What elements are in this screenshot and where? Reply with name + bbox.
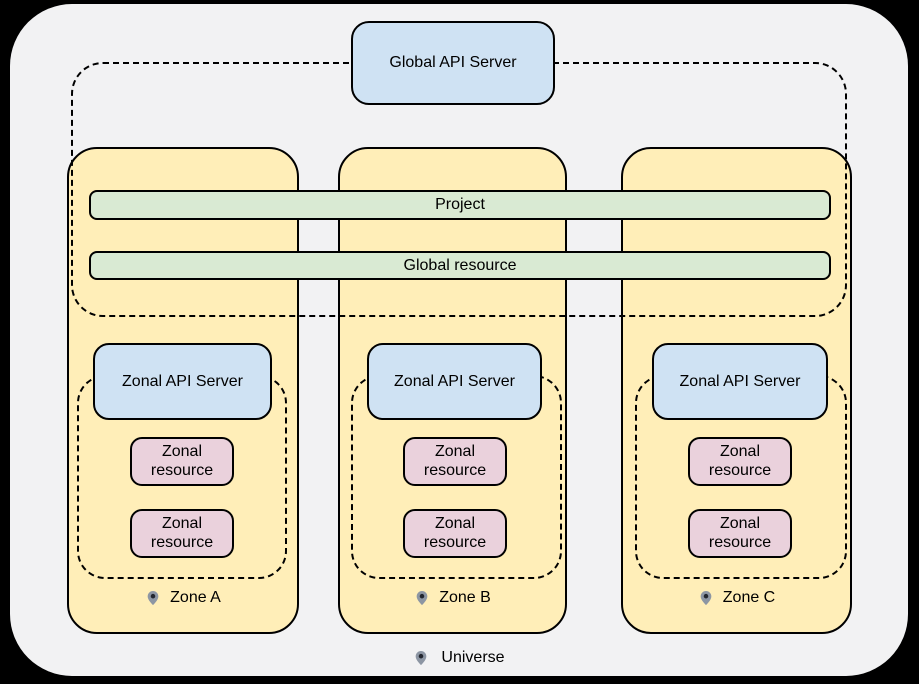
zonal-resource-label: Zonal resource — [423, 515, 487, 551]
zone-b-zonal-resource-box: Zonal resource — [403, 437, 507, 486]
project-bar: Project — [89, 190, 831, 220]
global-api-server-label: Global API Server — [389, 54, 517, 71]
location-pin-icon — [416, 591, 428, 605]
zonal-api-server-label: Zonal API Server — [394, 372, 515, 390]
zone-a-label: Zone A — [170, 589, 221, 606]
location-pin-icon — [147, 591, 159, 605]
zonal-resource-label: Zonal resource — [423, 443, 487, 479]
zone-a-zonal-api-server-box: Zonal API Server — [93, 343, 272, 420]
zonal-resource-label: Zonal resource — [150, 515, 214, 551]
zone-b-zonal-resource-box: Zonal resource — [403, 509, 507, 558]
location-pin-icon — [700, 591, 712, 605]
zone-c-label: Zone C — [722, 589, 776, 606]
zone-a-zonal-resource-box: Zonal resource — [130, 437, 234, 486]
zone-c-zonal-api-server-box: Zonal API Server — [652, 343, 828, 420]
zone-b-label: Zone B — [439, 589, 491, 606]
zone-c-zonal-resource-box: Zonal resource — [688, 437, 792, 486]
zone-c-label-row: Zone C — [621, 584, 852, 612]
zonal-resource-label: Zonal resource — [708, 443, 772, 479]
global-api-server-box: Global API Server — [351, 21, 555, 105]
zonal-api-server-label: Zonal API Server — [122, 372, 243, 390]
zonal-api-server-label: Zonal API Server — [679, 372, 801, 390]
zone-c-zonal-resource-box: Zonal resource — [688, 509, 792, 558]
zone-a-label-row: Zone A — [67, 584, 299, 612]
project-bar-label: Project — [435, 196, 485, 213]
zone-b-label-row: Zone B — [338, 584, 567, 612]
location-pin-icon — [416, 651, 427, 665]
zone-b-zonal-api-server-box: Zonal API Server — [367, 343, 542, 420]
universe-label-row: Universe — [10, 644, 908, 672]
zone-a-zonal-resource-box: Zonal resource — [130, 509, 234, 558]
global-resource-bar-label: Global resource — [403, 256, 517, 274]
global-resource-bar: Global resource — [89, 251, 831, 280]
universe-label: Universe — [441, 649, 505, 666]
zonal-resource-label: Zonal resource — [150, 443, 214, 479]
zonal-resource-label: Zonal resource — [708, 515, 772, 551]
